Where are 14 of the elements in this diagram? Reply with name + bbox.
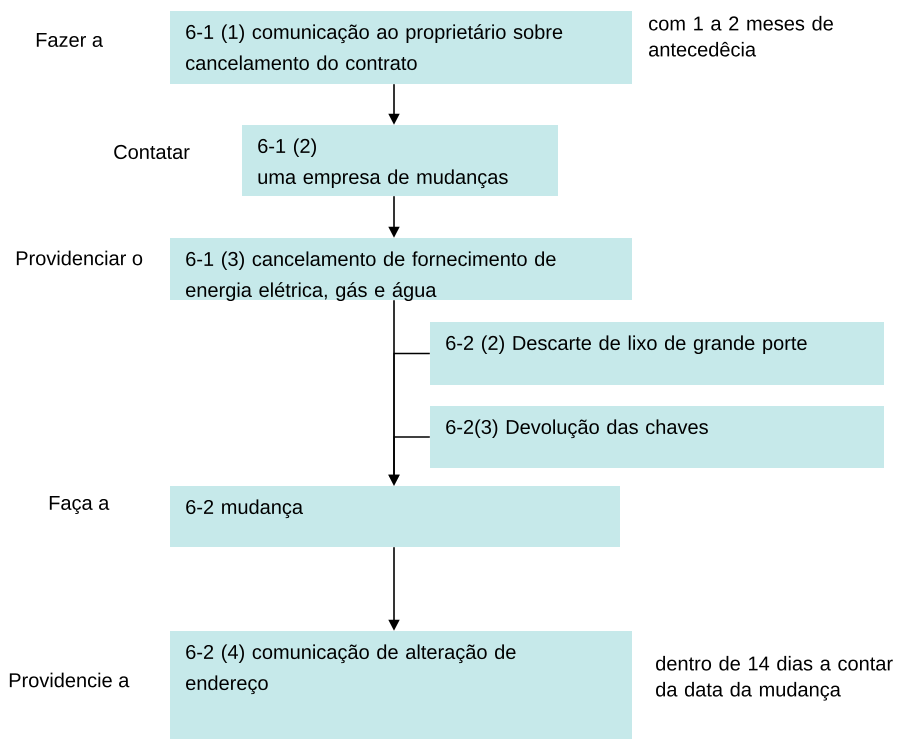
side-note: com 1 a 2 meses de antecedêcia (649, 16, 833, 57)
process-box: 6-2 (2) Descarte de lixo de grande porte (430, 322, 884, 385)
step-label: Faça a (50, 496, 110, 514)
process-box: 6-2(3) Devolução das chaves (430, 406, 884, 468)
side-note: dentro de 14 dias a contar da data da mudança (656, 656, 893, 701)
process-box: 6-1 (3) cancelamento de fornecimento de energia elétrica, gás e água (170, 238, 632, 302)
step-label: Contatar (114, 144, 190, 160)
process-box: 6-2 (4) comunicação de alteração de endereço (170, 631, 632, 739)
process-box: 6-1 (1) comunicação ao proprietário sobre cancelamento do contrato (170, 11, 632, 84)
step-label: Fazer a (36, 33, 103, 47)
step-label: Providenciar o (16, 250, 142, 266)
step-label: Providencie a (10, 672, 130, 688)
process-box: 6-2 mudança (170, 486, 620, 547)
process-box: 6-1 (2) uma empresa de mudanças (242, 125, 558, 196)
